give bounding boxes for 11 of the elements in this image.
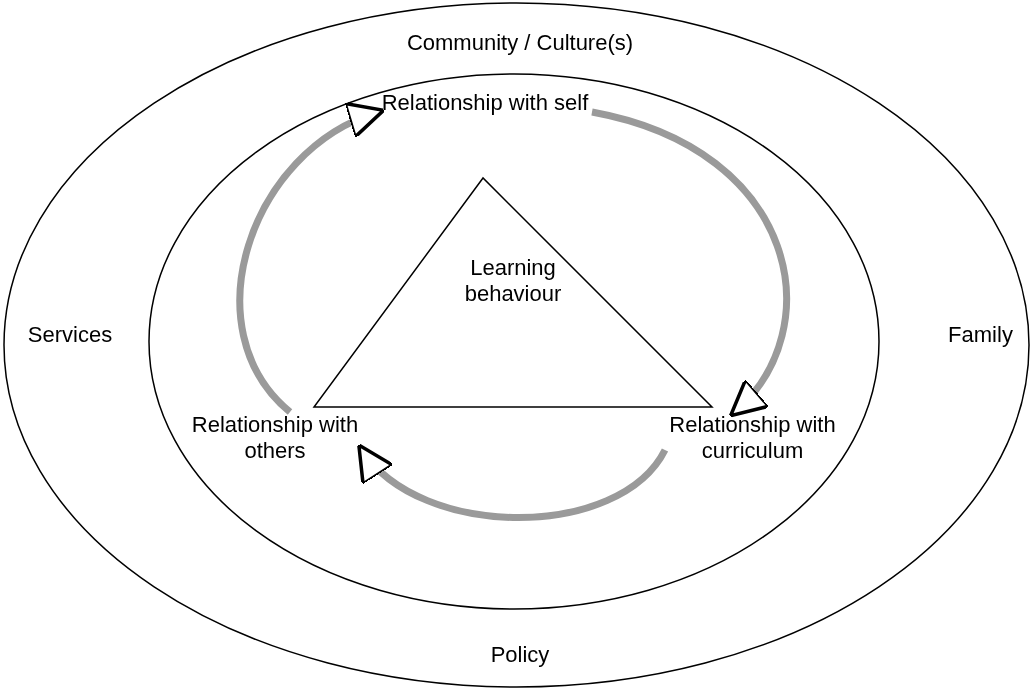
vertex-label: Relationship with self [380,90,590,116]
band-label: Family [947,322,1014,348]
curved-arrow [591,108,790,418]
band-label: Community / Culture(s) [405,30,635,56]
vertex-label: Relationship with others [190,412,360,464]
vertex-label: Relationship with curriculum [668,412,837,464]
curved-arrow [356,443,668,521]
center-label: Learning behaviour [463,255,563,307]
band-label: Services [26,322,114,348]
curved-arrow [236,104,386,415]
band-label: Policy [489,642,551,668]
